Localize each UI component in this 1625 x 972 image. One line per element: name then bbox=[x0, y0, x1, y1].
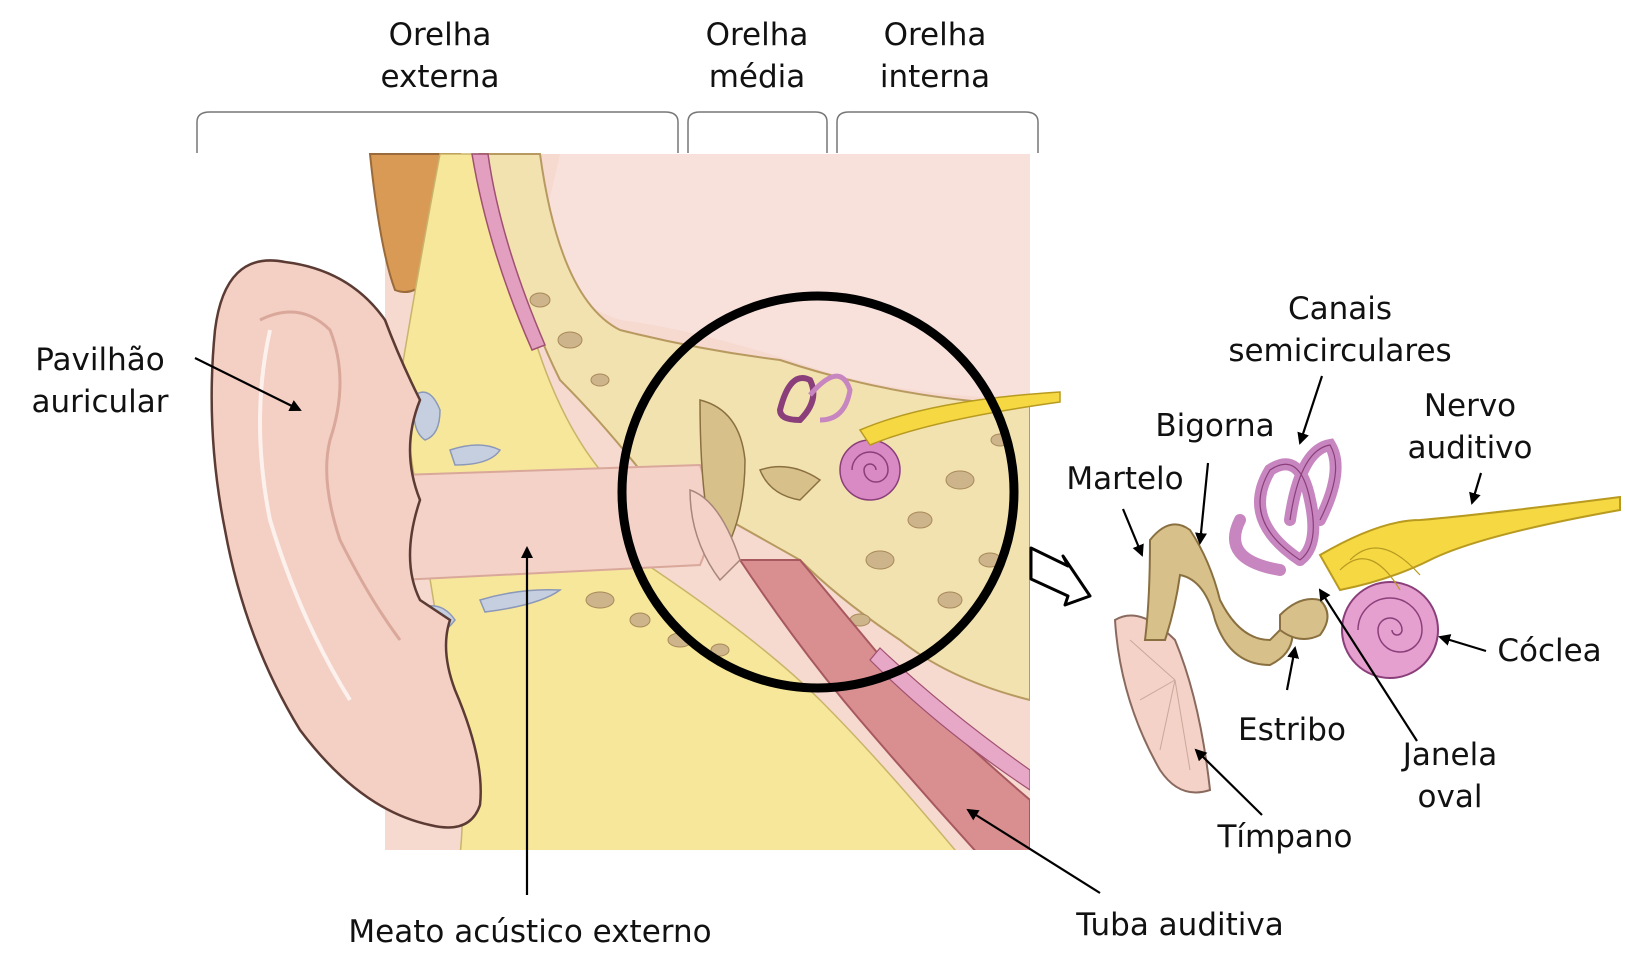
stapes-enlarged bbox=[1279, 598, 1329, 640]
label-meato-acustico-externo: Meato acústico externo bbox=[348, 914, 712, 950]
arrow-coclea bbox=[1438, 634, 1487, 653]
zoom-circle bbox=[617, 291, 1019, 693]
zoom-arrow bbox=[1029, 546, 1092, 607]
label-timpano: Tímpano bbox=[1217, 819, 1353, 855]
arrow-canais bbox=[1297, 375, 1324, 445]
label-martelo: Martelo bbox=[1066, 461, 1184, 497]
arrow-pavilhao bbox=[194, 357, 302, 411]
label-tuba-auditiva: Tuba auditiva bbox=[1076, 907, 1284, 943]
auditory-tube-section bbox=[738, 559, 1030, 850]
arrow-martelo bbox=[1121, 508, 1144, 557]
arrow-tuba bbox=[966, 808, 1101, 894]
region-braces bbox=[196, 111, 1039, 153]
ear-canal bbox=[389, 463, 711, 582]
auricle bbox=[210, 259, 482, 829]
bone-cavities bbox=[529, 292, 1010, 657]
arrow-estribo bbox=[1285, 646, 1300, 691]
label-bigorna: Bigorna bbox=[1155, 408, 1275, 444]
brace-external bbox=[196, 111, 679, 153]
enlarged-ear-structures bbox=[1113, 438, 1621, 794]
label-estribo: Estribo bbox=[1238, 712, 1346, 748]
eardrum-enlarged bbox=[1113, 614, 1212, 794]
pointer-arrows bbox=[194, 357, 1487, 895]
arrow-nervo bbox=[1469, 472, 1483, 505]
arrow-timpano bbox=[1194, 748, 1263, 816]
brain-area bbox=[540, 154, 1030, 400]
arrow-bigorna bbox=[1195, 462, 1210, 545]
brace-middle bbox=[687, 111, 828, 153]
auditory-nerve-enlarged bbox=[1318, 495, 1621, 592]
malleus-incus-enlarged bbox=[1143, 523, 1294, 667]
cochlea-enlarged bbox=[1341, 581, 1439, 679]
label-coclea: Cóclea bbox=[1497, 633, 1602, 669]
middle-ear-small bbox=[689, 373, 1061, 582]
brace-internal bbox=[836, 111, 1039, 153]
arrow-janela bbox=[1318, 588, 1418, 742]
magnifier bbox=[617, 291, 1061, 693]
skin-muscle-strip bbox=[471, 153, 546, 351]
tube-muscle bbox=[869, 647, 1030, 791]
cross-section bbox=[368, 153, 1030, 850]
